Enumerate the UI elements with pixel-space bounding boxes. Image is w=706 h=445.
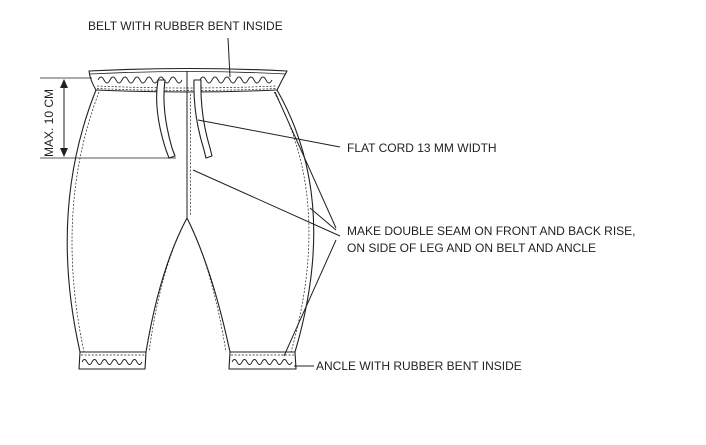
drawcords bbox=[156, 79, 213, 159]
belt-top-inner-edge bbox=[89, 71, 287, 75]
seam-leader-waist bbox=[274, 91, 337, 229]
belt-leader bbox=[227, 37, 231, 78]
pants-outline bbox=[66, 67, 315, 370]
belt-gather-right bbox=[199, 76, 273, 84]
callout-labels: BELT WITH RUBBER BENT INSIDE FLAT CORD 1… bbox=[88, 19, 636, 373]
seam-leader-leg bbox=[283, 239, 337, 357]
cord-leader bbox=[197, 119, 341, 148]
seam-leader-rise bbox=[192, 169, 341, 237]
side-seam-left-stitch bbox=[71, 91, 100, 353]
left-cuff-gathers bbox=[81, 359, 143, 365]
belt-gather-left bbox=[97, 76, 183, 84]
inner-leg-right-stitch bbox=[189, 223, 227, 353]
right-cuff-gathers bbox=[231, 359, 293, 365]
left-ankle-cuff bbox=[80, 351, 146, 365]
front-rise-seam bbox=[71, 71, 310, 353]
max-length-label: MAX. 10 CM bbox=[42, 89, 56, 157]
cord-label: FLAT CORD 13 MM WIDTH bbox=[347, 141, 497, 155]
side-seam-right-stitch bbox=[273, 91, 310, 353]
max-height-dimension: MAX. 10 CM bbox=[40, 77, 176, 159]
drawcord-right bbox=[193, 79, 213, 159]
seam-leader-side bbox=[309, 207, 337, 231]
dimension-arrow-down-icon bbox=[60, 148, 68, 157]
inner-leg-left-stitch bbox=[148, 223, 185, 353]
dimension-arrow-up-icon bbox=[60, 79, 68, 88]
seam-label-line1: MAKE DOUBLE SEAM ON FRONT AND BACK RISE, bbox=[347, 224, 636, 238]
right-ankle-cuff bbox=[230, 351, 295, 365]
belt-label: BELT WITH RUBBER BENT INSIDE bbox=[88, 19, 283, 33]
drawcord-left bbox=[156, 79, 176, 159]
seam-label-line2: ON SIDE OF LEG AND ON BELT AND ANCLE bbox=[347, 241, 596, 255]
leader-lines bbox=[192, 37, 341, 367]
pants-silhouette bbox=[66, 67, 315, 370]
ankle-label: ANCLE WITH RUBBER BENT INSIDE bbox=[316, 359, 522, 373]
